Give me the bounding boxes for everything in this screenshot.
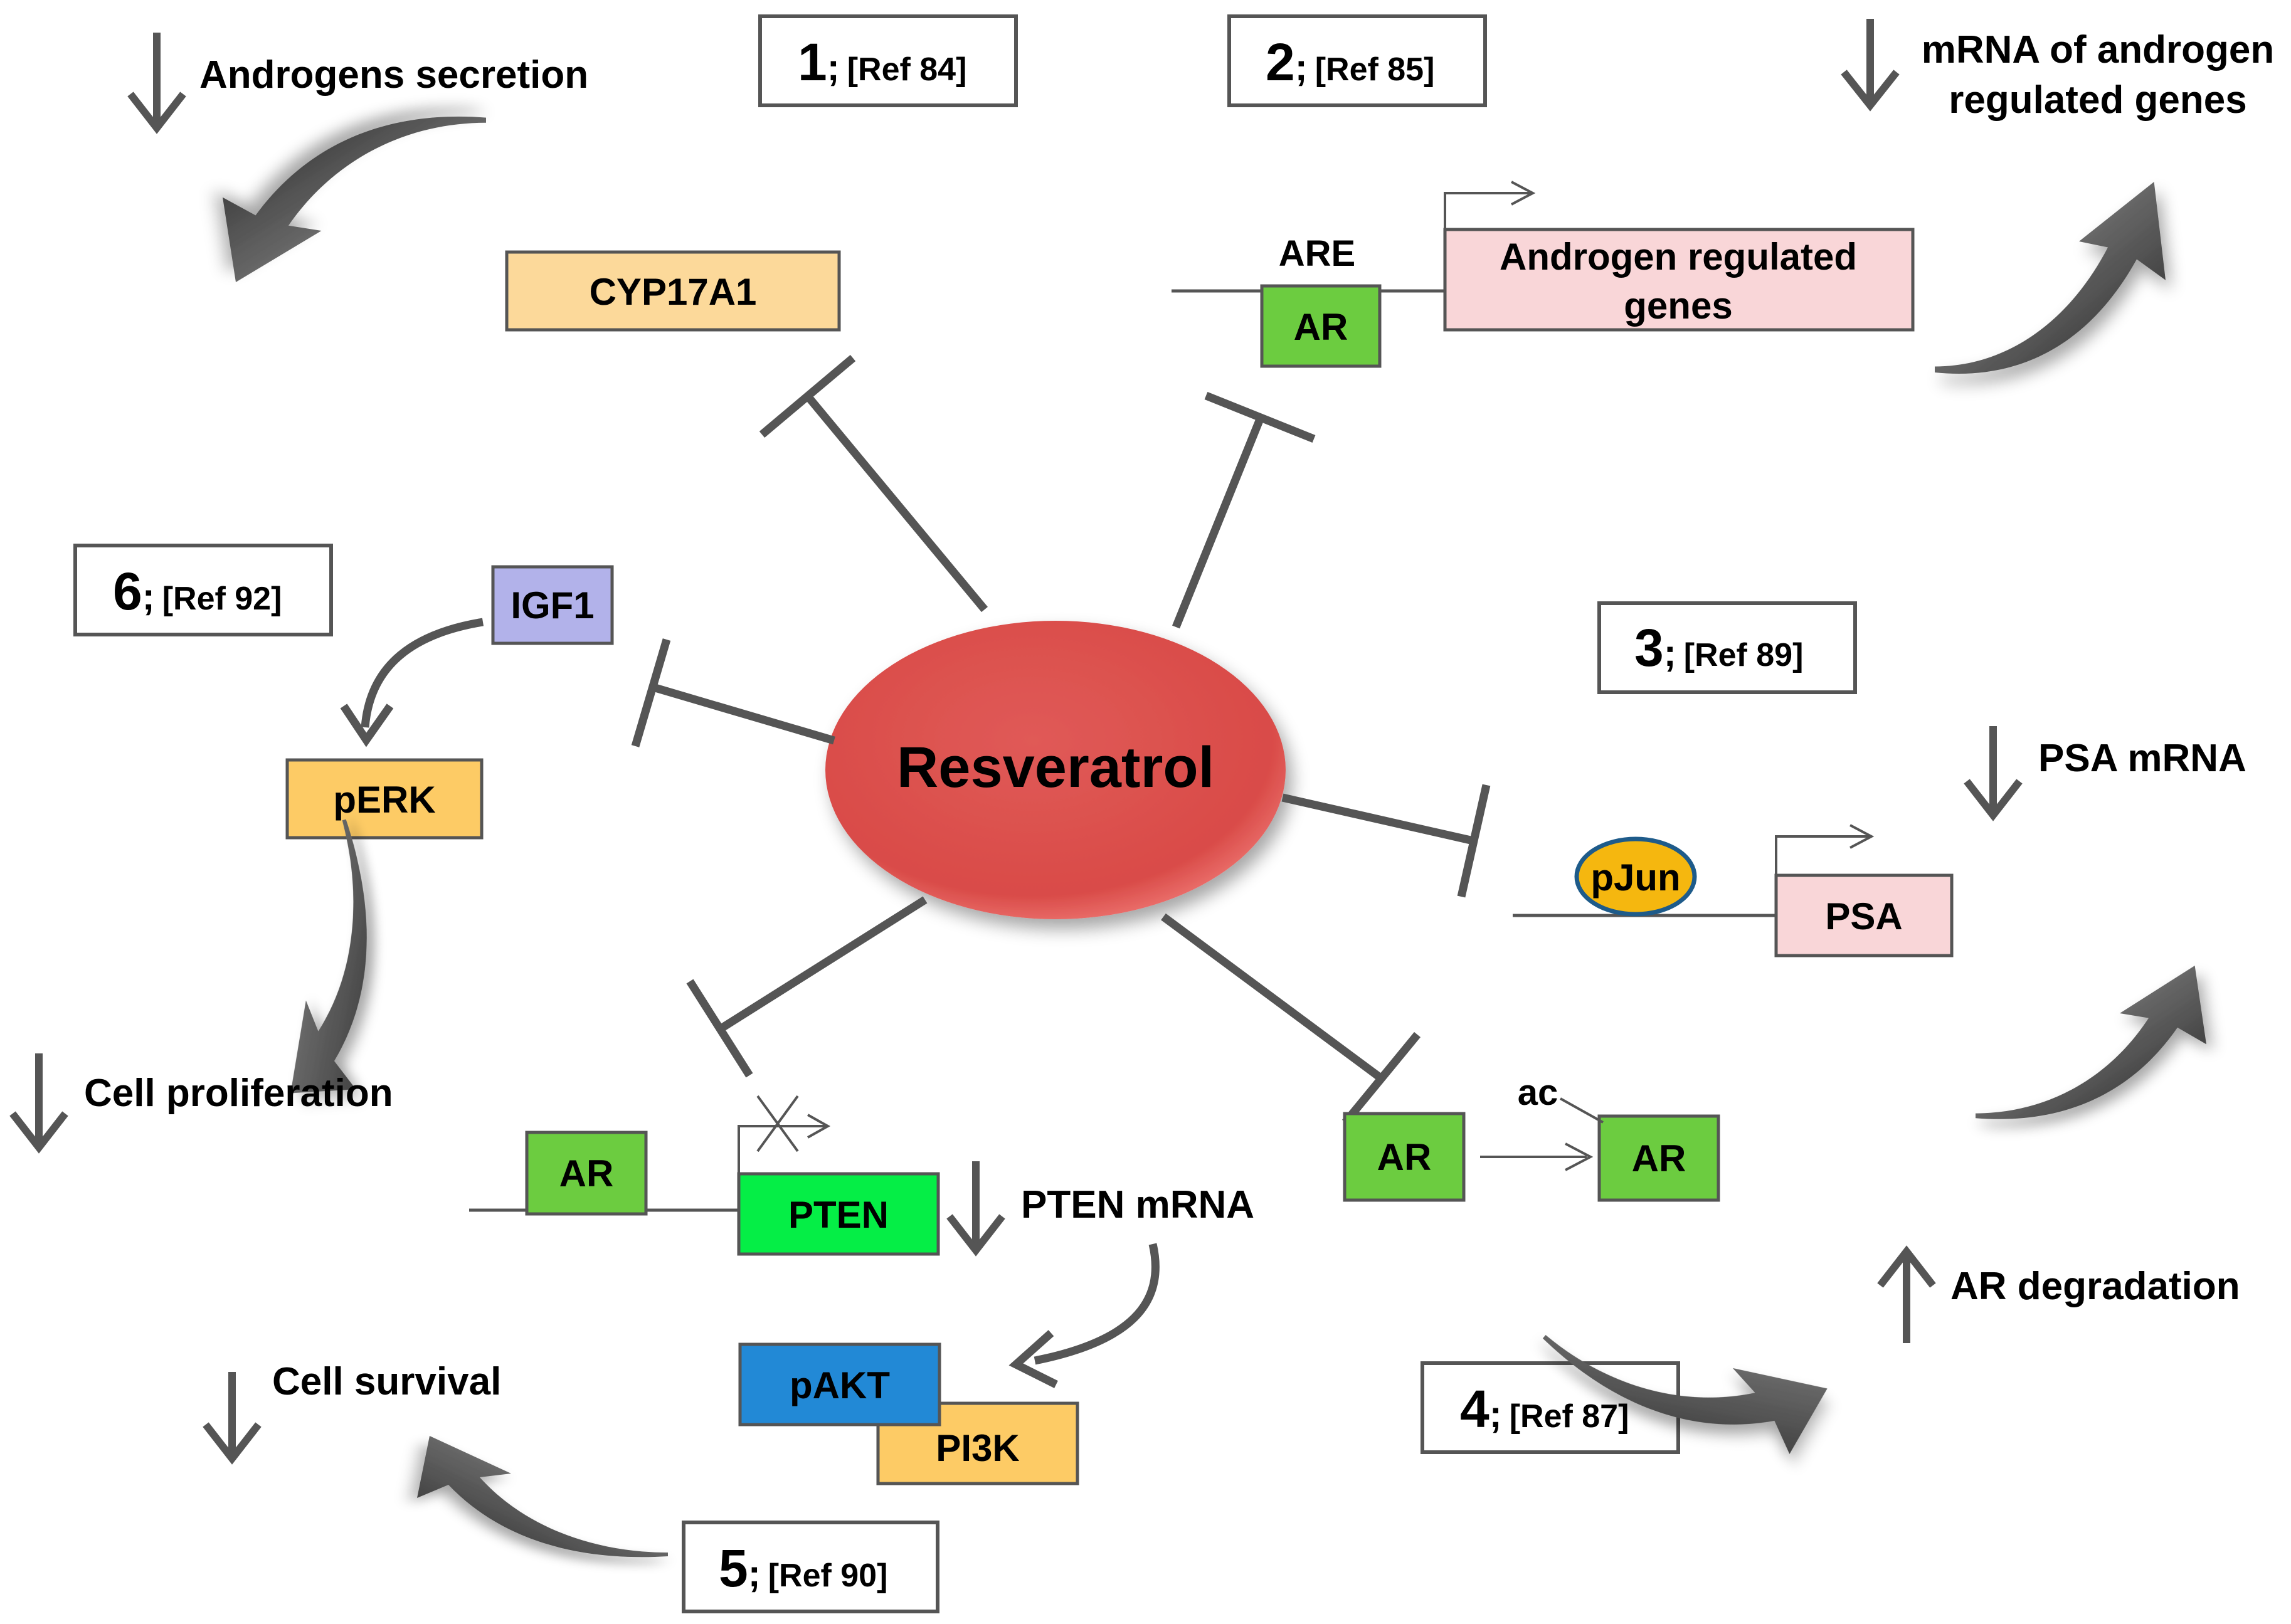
- ref-box-3: 3;[Ref 89]: [1597, 601, 1857, 694]
- svg-text:6;[Ref 92]: 6;[Ref 92]: [113, 562, 282, 621]
- module-pten: AR PTEN PTEN mRNA PI3K pAKT: [203, 1095, 1254, 1558]
- ref-box-1: 1;[Ref 84]: [758, 14, 1018, 107]
- inhibition-line-cyp17a1: [804, 393, 988, 613]
- down-arrow-icon: [946, 1161, 1005, 1257]
- inhibition-bar-icon: [1204, 391, 1316, 443]
- androgen-genes-label-1: Androgen regulated: [1500, 236, 1857, 278]
- inhibition-line-igf1: [650, 682, 835, 745]
- svg-text:3;[Ref 89]: 3;[Ref 89]: [1634, 618, 1803, 677]
- psa-mrna-label: PSA mRNA: [2038, 737, 2246, 780]
- inhibition-bar-icon: [686, 979, 753, 1078]
- pten-box: [737, 1172, 940, 1256]
- psa-box: [1774, 873, 1954, 957]
- ar-box-pten: [525, 1131, 648, 1216]
- down-arrow-icon: [203, 1372, 262, 1465]
- pakt-box: [738, 1342, 941, 1426]
- svg-text:4;[Ref 87]: 4;[Ref 87]: [1460, 1379, 1629, 1438]
- transcription-start-icon: [1775, 824, 1875, 875]
- inhibition-bar-icon: [759, 355, 856, 438]
- ar-right-label: AR: [1632, 1137, 1686, 1179]
- up-arrow-icon: [1877, 1245, 1936, 1343]
- cyp17a1-box: [505, 250, 841, 332]
- ar-box-are: [1260, 284, 1382, 368]
- igf1-box: [491, 565, 614, 645]
- ref-box-4: 4;[Ref 87]: [1421, 1361, 1680, 1454]
- ar-left-label: AR: [1377, 1136, 1432, 1178]
- module-ar-degradation: AR AR ac AR degradation: [1343, 1072, 2240, 1509]
- ar-degradation-label: AR degradation: [1950, 1265, 2240, 1308]
- down-arrow-icon: [1841, 19, 1900, 112]
- inhibition-bar-icon: [631, 638, 671, 747]
- curved-arrow-icon: [340, 618, 484, 747]
- inhibition-line-pten: [719, 896, 928, 1032]
- curved-arrow-icon: [1976, 966, 2206, 1119]
- pakt-label: pAKT: [790, 1364, 890, 1406]
- curved-arrow-icon: [1935, 182, 2166, 374]
- pjun-node: [1574, 836, 1697, 917]
- perk-label: pERK: [333, 779, 435, 821]
- module-igf1: IGF1 pERK Cell proliferation: [9, 565, 614, 1154]
- module-androgen-genes: ARE AR Androgen regulated genes mRNA of …: [1172, 19, 2274, 374]
- pten-mrna-label: PTEN mRNA: [1021, 1183, 1254, 1226]
- svg-text:2;[Ref 85]: 2;[Ref 85]: [1266, 33, 1434, 92]
- inhibition-bar-icon: [1457, 784, 1491, 898]
- androgens-secretion-label: Androgens secretion: [199, 53, 588, 97]
- perk-box: [285, 758, 484, 840]
- pi3k-label: PI3K: [936, 1427, 1019, 1469]
- resveratrol-label: Resveratrol: [897, 736, 1214, 799]
- ref-box-5: 5;[Ref 90]: [682, 1521, 939, 1613]
- transcription-start-icon: [1444, 181, 1536, 229]
- are-label: ARE: [1279, 233, 1355, 274]
- down-arrow-icon: [1964, 726, 2023, 821]
- cell-survival-label: Cell survival: [272, 1360, 501, 1403]
- module-cyp17a1: CYP17A1 Androgens secretion: [127, 33, 841, 332]
- acetylation-arrow-icon: [1480, 1142, 1594, 1171]
- module-psa: pJun PSA PSA mRNA: [1513, 726, 2246, 1119]
- curved-arrow-icon: [226, 819, 415, 1106]
- svg-text:1;[Ref 84]: 1;[Ref 84]: [798, 33, 966, 92]
- ref-box-6: 6;[Ref 92]: [73, 544, 333, 636]
- curved-arrow-icon: [1542, 1228, 1838, 1509]
- androgen-genes-box: [1443, 228, 1915, 332]
- inhibition-line-psa: [1281, 793, 1472, 845]
- cell-proliferation-label: Cell proliferation: [84, 1072, 393, 1115]
- ac-label: ac: [1518, 1072, 1558, 1113]
- mrna-label-1: mRNA of androgen: [1922, 28, 2275, 71]
- curved-arrow-icon: [223, 116, 486, 282]
- inhibition-bar-icon: [1341, 1031, 1421, 1126]
- ar-are-label: AR: [1294, 306, 1348, 348]
- ar-box-left: [1343, 1112, 1466, 1202]
- curved-arrow-icon: [417, 1436, 668, 1558]
- inhibition-line-ar-are: [1172, 416, 1265, 629]
- mrna-label-2: regulated genes: [1949, 78, 2246, 122]
- ref-box-2: 2;[Ref 85]: [1227, 14, 1487, 107]
- inhibition-line-ar-acetylation: [1161, 913, 1382, 1081]
- inhibition-spokes: [631, 355, 1491, 1126]
- ar-pten-label: AR: [559, 1152, 614, 1194]
- down-arrow-icon: [9, 1053, 68, 1154]
- pten-label: PTEN: [788, 1194, 889, 1236]
- psa-label: PSA: [1825, 895, 1902, 937]
- cyp17a1-label: CYP17A1: [590, 271, 757, 313]
- pjun-label: pJun: [1590, 857, 1680, 899]
- svg-text:5;[Ref 90]: 5;[Ref 90]: [719, 1539, 887, 1598]
- down-arrow-icon: [127, 33, 186, 134]
- curved-arrow-icon: [1008, 1243, 1160, 1388]
- ar-box-right: [1597, 1114, 1720, 1202]
- igf1-label: IGF1: [511, 584, 594, 626]
- blocked-transcription-icon: [738, 1095, 831, 1174]
- resveratrol-node: Resveratrol: [825, 621, 1286, 919]
- androgen-genes-label-2: genes: [1624, 285, 1732, 327]
